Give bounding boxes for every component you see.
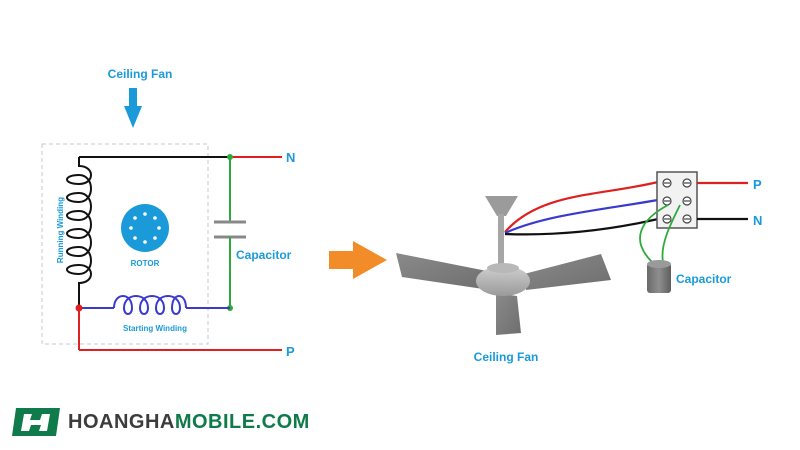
capacitor-wire-1: [639, 204, 669, 263]
capacitor-wire-2: [661, 204, 681, 263]
starting-winding-label: Starting Winding: [123, 324, 187, 333]
schematic-terminal-p: P: [286, 344, 295, 359]
rotor-label: ROTOR: [131, 259, 160, 268]
logo-text-part-2: MOBILE.COM: [174, 410, 310, 433]
running-winding-label: Running Winding: [56, 197, 65, 263]
capacitor-icon: [647, 260, 671, 293]
logo-text: HOANGHAMOBILE.COM: [68, 411, 310, 434]
brand-logo: HOANGHAMOBILE.COM: [10, 404, 310, 440]
wiring-fan-label: Ceiling Fan: [474, 350, 539, 364]
logo-text-part-1: HOANGHA: [68, 410, 175, 433]
wire-blue: [504, 198, 659, 235]
ceiling-fan-icon: [396, 196, 611, 335]
down-arrow-icon: [124, 88, 142, 128]
wire-black: [504, 217, 659, 236]
wire-red: [504, 180, 659, 233]
schematic-title: Ceiling Fan: [108, 67, 173, 81]
arrow-right-icon: [329, 241, 387, 279]
running-winding-coil: [66, 157, 92, 308]
wiring-terminal-p: P: [753, 177, 762, 192]
schematic-capacitor-label: Capacitor: [236, 248, 292, 262]
wiring-capacitor-label: Capacitor: [676, 272, 732, 286]
logo-mark-icon: [12, 408, 60, 436]
schematic-terminal-n: N: [286, 150, 295, 165]
starting-winding-coil: [113, 295, 187, 315]
rotor-icon: [121, 204, 169, 252]
wiring-terminal-n: N: [753, 213, 762, 228]
motor-outline: [41, 143, 209, 345]
terminal-block: [656, 171, 698, 229]
